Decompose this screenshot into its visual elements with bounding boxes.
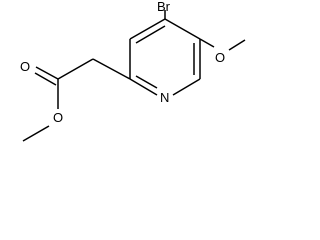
ring-bond-n1-c2 [129,78,158,96]
ester-oxygen-label: O [53,110,63,125]
bond-carbonyl-c-o-double [35,66,59,80]
pyridine-nitrogen-label: N [160,90,169,105]
ring-double-bond-n1-c2 [135,75,158,89]
methoxy-oxygen-label: O [215,50,225,65]
bond-ch2-carbonyl-c [57,58,94,80]
pyridine-ring [129,18,201,96]
bond-c2-ch2 [92,58,131,80]
ring-bond-c3-c4 [129,18,166,40]
bond-o-ester-ch3 [22,125,50,142]
structure-diagram: Br O O O N [20,0,246,142]
bond-o-methoxy-ch3 [228,39,246,51]
bond-carbonyl-c-o-double-inner [34,72,57,86]
carbonyl-oxygen-label: O [20,59,30,74]
bond-c5-o-methoxy [199,38,215,48]
ring-double-bond-c3-c4 [135,25,166,44]
ring-bond-c4-c5 [164,18,201,40]
bromine-label: Br [157,0,171,14]
ring-bond-c6-n1 [172,78,201,96]
